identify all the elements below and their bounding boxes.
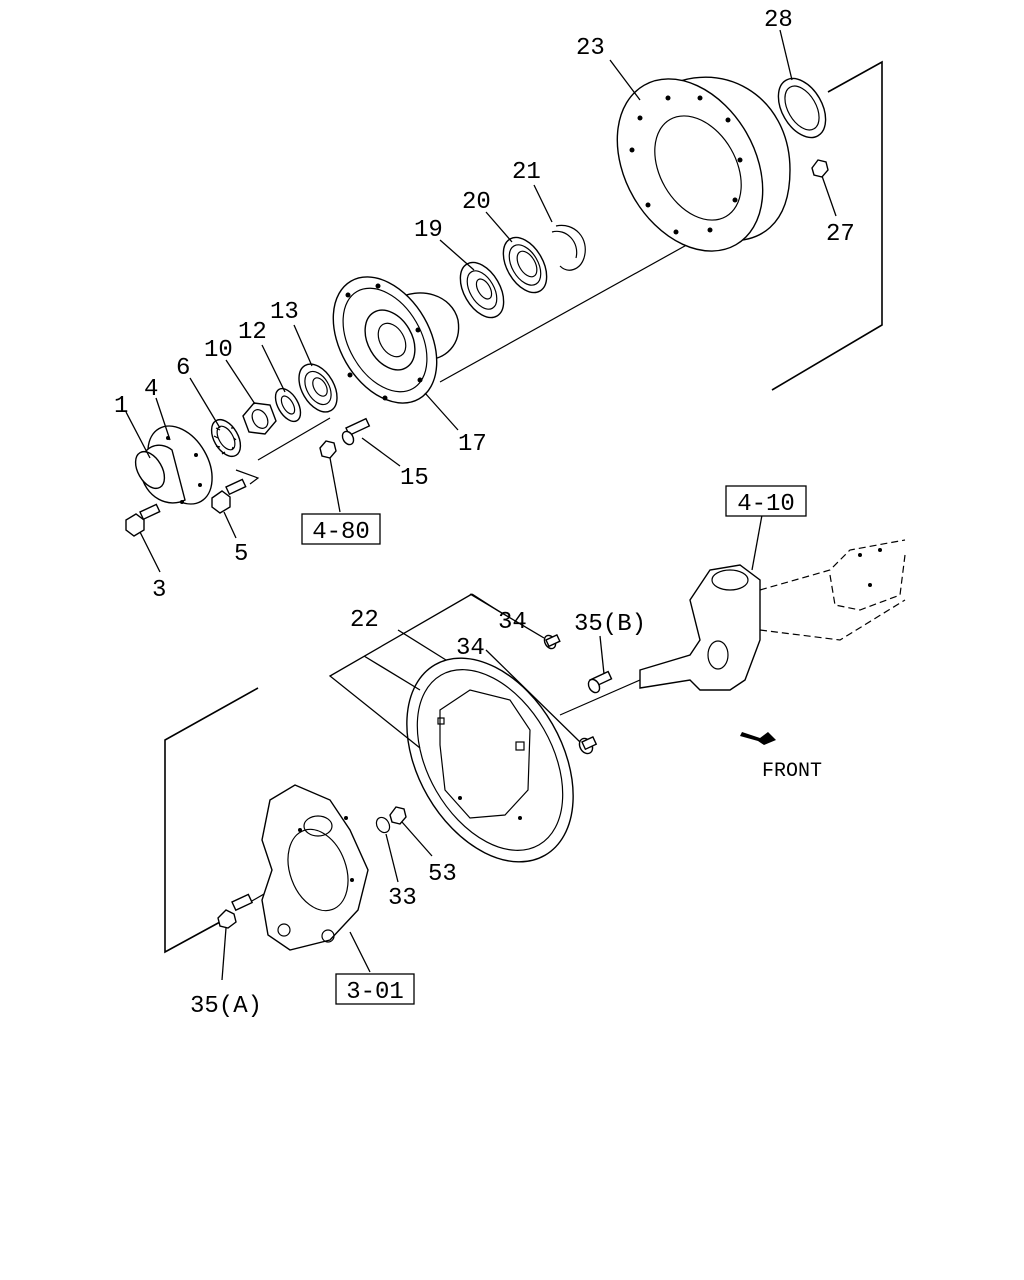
callout-35a: 35(A) [190,993,262,1020]
callout-3: 3 [152,577,166,604]
bolt-part-34-upper [543,633,561,650]
svg-text:4-80: 4-80 [312,519,370,546]
callout-15: 15 [400,465,429,492]
callout-34-lower: 34 [456,635,485,662]
oil-seal-part-28 [777,77,827,139]
callout-34-upper: 34 [498,609,527,636]
callout-12: 12 [238,319,267,346]
washer-part-12 [274,387,302,423]
reference-box-3-01: 3-01 [335,973,415,1006]
backing-plate [261,784,369,951]
brake-drum-part-23 [616,76,791,252]
snap-ring-part-21 [551,224,586,271]
callout-1: 1 [114,393,128,420]
callout-17: 17 [458,431,487,458]
oil-seal-part-20 [502,236,548,294]
callout-4: 4 [144,376,158,403]
axle-beam-dashed [759,539,906,641]
bolt-part-3 [125,503,161,537]
nut-part-53 [389,806,407,825]
svg-text:4-10: 4-10 [737,491,795,518]
bearing-part-13 [298,363,338,413]
bolt-part-35b [587,670,613,694]
nut-part-10 [242,402,277,435]
hub-cap-part-1 [134,425,213,505]
bolt-part-5 [211,478,247,514]
bolt-part-34-lower [578,735,598,755]
front-label: FRONT [762,760,822,783]
bearing-part-19 [459,261,505,319]
bolt-part-35a [217,893,254,929]
callout-35b: 35(B) [574,611,646,638]
lower-group-bracket [164,687,259,954]
snap-ring-part-33 [375,816,391,834]
callout-19: 19 [414,217,443,244]
hub-bolt-part-15 [341,417,371,446]
reference-box-4-10: 4-10 [725,485,807,518]
callout-28: 28 [764,7,793,34]
nut-part-27 [811,159,829,178]
callout-23: 23 [576,35,605,62]
callout-21: 21 [512,159,541,186]
steering-knuckle [639,564,761,691]
callout-27: 27 [826,221,855,248]
callout-53: 53 [428,861,457,888]
dust-cover-part-22 [406,657,574,863]
front-arrow-icon [740,732,776,745]
callout-20: 20 [462,189,491,216]
reference-box-4-80: 4-80 [301,513,381,546]
svg-text:3-01: 3-01 [346,979,404,1006]
callout-labels: 1 4 6 10 12 13 17 15 19 20 21 23 28 27 3… [114,7,855,1020]
callout-22: 22 [350,607,379,634]
upper-group-bracket [771,60,883,391]
callout-5: 5 [234,541,248,568]
leader-lines [125,29,837,981]
callout-33: 33 [388,885,417,912]
callout-6: 6 [176,355,190,382]
hub-nut [319,440,337,459]
oil-seal-part-6 [210,418,242,458]
wheel-hub-part-17 [332,276,460,404]
callout-13: 13 [270,299,299,326]
callout-10: 10 [204,337,233,364]
